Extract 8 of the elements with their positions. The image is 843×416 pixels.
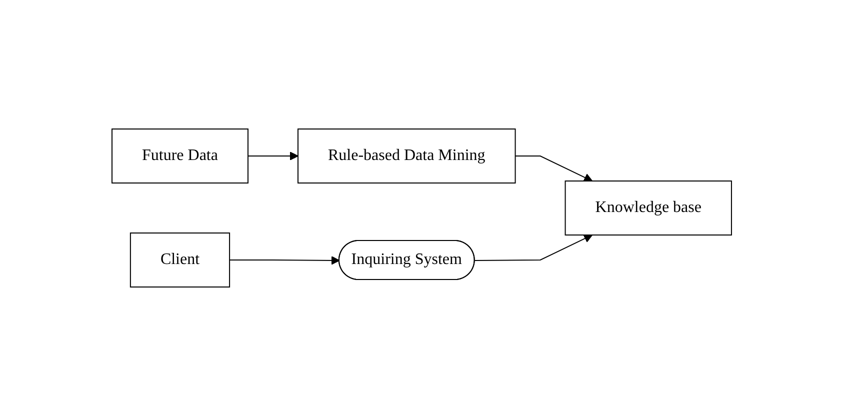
arrow — [228, 256, 340, 265]
node-box: Knowledge base — [564, 180, 732, 236]
node-box: Client — [130, 232, 230, 288]
arrow — [514, 156, 592, 182]
node-box: Rule-based Data Mining — [297, 128, 516, 184]
node-box: Future Data — [111, 128, 248, 184]
arrow — [247, 152, 298, 160]
arrow — [474, 234, 592, 261]
